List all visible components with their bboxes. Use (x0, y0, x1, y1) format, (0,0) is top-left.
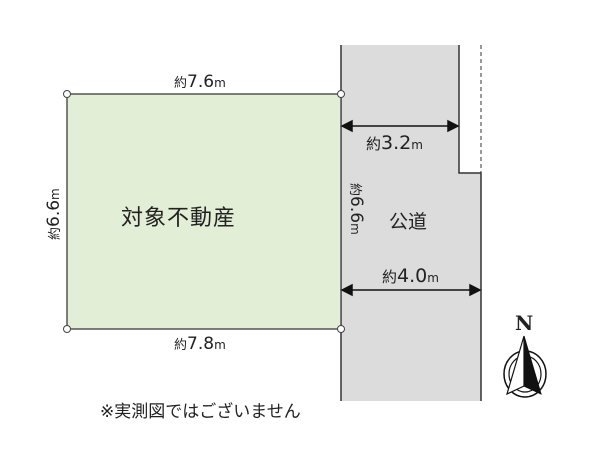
dim-unit: m (214, 76, 226, 90)
road-width-arrow-upper (340, 119, 460, 133)
dim-unit: m (48, 188, 62, 200)
road-area (341, 45, 481, 401)
dim-unit: m (214, 338, 226, 352)
compass-north-letter: N (515, 311, 534, 335)
dim-prefix: 約 (174, 338, 188, 353)
road-width-lower: 約4.0m (382, 265, 439, 287)
dim-prefix: 約 (366, 135, 382, 153)
plot-right-dimension: 約6.6m (346, 183, 366, 235)
dim-value: 4.0 (397, 265, 428, 287)
dim-unit: m (348, 223, 362, 235)
road-width-arrow-lower (340, 283, 482, 297)
dim-value: 6.6 (44, 199, 64, 227)
north-arrow-icon (503, 335, 547, 398)
road-width-upper: 約3.2m (366, 132, 423, 154)
dim-unit: m (427, 271, 439, 285)
dim-value: 7.6 (187, 72, 215, 92)
disclaimer-note: ※実測図ではございません (100, 402, 301, 422)
dim-prefix: 約 (382, 268, 398, 286)
dim-prefix: 約 (347, 183, 362, 197)
plot-bottom-dimension: 約7.8m (174, 334, 226, 354)
plot-top-dimension: 約7.6m (174, 72, 226, 92)
dim-prefix: 約 (174, 76, 188, 91)
plot-left-dimension: 約6.6m (44, 188, 64, 240)
dim-value: 7.8 (187, 334, 215, 354)
property-plot (66, 93, 342, 330)
road-label: 公道 (389, 211, 428, 233)
dim-unit: m (411, 138, 423, 152)
property-label: 対象不動産 (121, 206, 237, 231)
dim-value: 3.2 (381, 132, 412, 154)
dim-value: 6.6 (346, 196, 366, 224)
dim-prefix: 約 (48, 226, 63, 240)
